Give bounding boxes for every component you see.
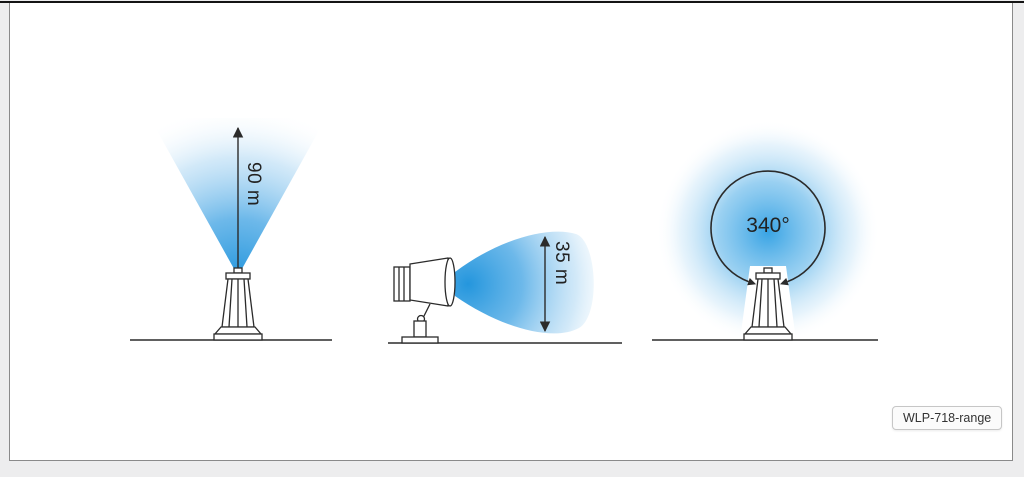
filename-tooltip: WLP-718-range (892, 406, 1003, 430)
beam-width-label: 35 m (551, 241, 572, 285)
floodlight-front-icon (213, 267, 263, 341)
rotation-range-label: 340° (746, 214, 789, 237)
rotation-arrowhead-right (780, 278, 789, 286)
figure-vertical-range: 90 m (130, 118, 332, 341)
figure-rotation-range: 340° (652, 120, 880, 344)
rotation-glow (656, 120, 880, 344)
vertical-range-label: 90 m (243, 162, 264, 206)
rotation-arrowhead-left (747, 278, 757, 286)
rotation-arc (710, 170, 826, 283)
floodlight-front-icon (743, 267, 793, 341)
horizontal-beam (455, 231, 594, 334)
floodlight-side-icon (393, 257, 456, 344)
figure-beam-width: 35 m (388, 231, 622, 344)
filename-tooltip-text: WLP-718-range (903, 411, 992, 425)
window-top-edge (0, 1, 1024, 3)
